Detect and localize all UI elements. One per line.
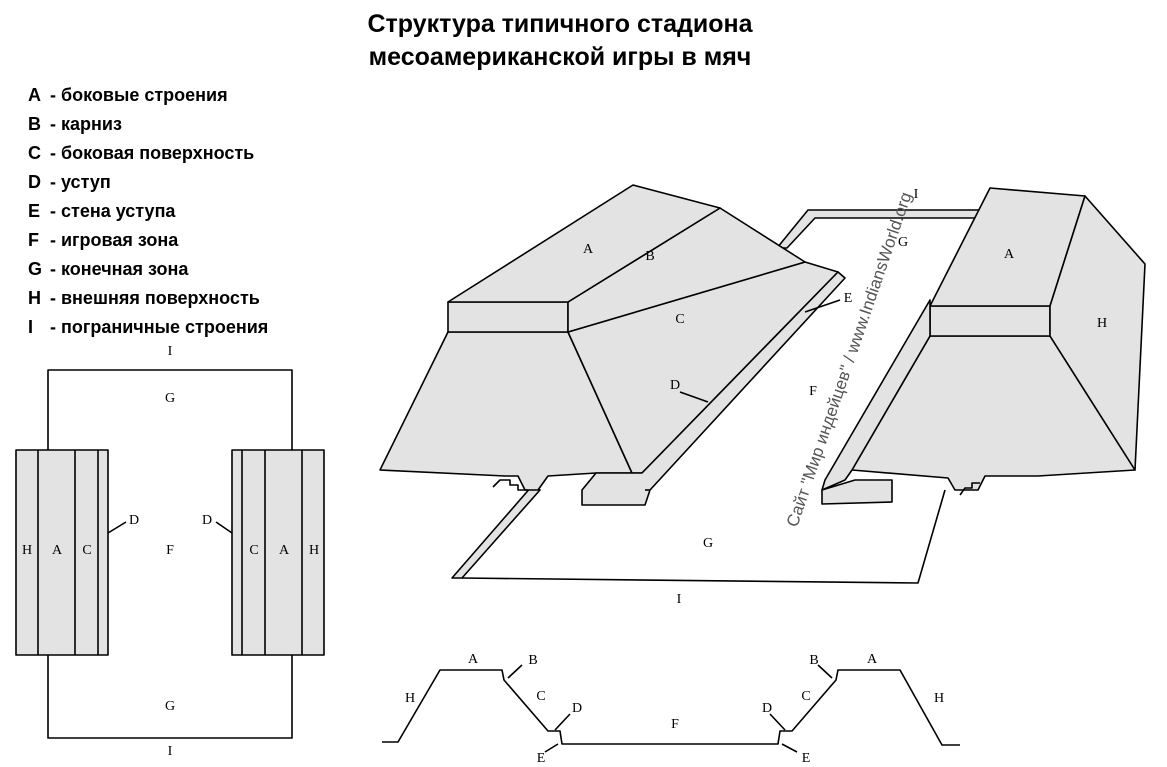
legend-text: - боковые строения [50,85,228,105]
legend-text: - стена уступа [50,201,176,221]
profile-line [382,669,960,746]
left-bench [581,271,846,506]
legend-letter: G [28,259,43,279]
persp-label-i-far: I [914,187,919,202]
persp-label-c: C [675,312,684,327]
title-line-2: месоамериканской игры в мяч [368,43,752,71]
legend-item-e: E - стена уступа [28,199,348,228]
legend-letter: C [28,143,41,163]
persp-label-g-far: G [898,235,908,250]
legend-item-g: G - конечная зона [28,257,348,286]
plan-label-c-left: C [82,543,91,558]
legend-item-h: H - внешняя поверхность [28,286,348,315]
legend-text: - внешняя поверхность [50,288,260,308]
left-structure-3d [379,184,846,506]
section-label-c-left: C [536,689,545,704]
plan-label-g-bottom: G [165,699,175,714]
legend-text: - игровая зона [50,230,179,250]
plan-label-a-left: A [52,543,63,558]
right-side-surface-c [821,299,931,491]
plan-label-i-top: I [168,344,173,359]
legend-letter: D [28,172,41,192]
left-cornice-front [447,301,569,333]
plan-label-d-right: D [202,513,212,528]
legend-text: - карниз [50,114,122,134]
persp-label-g-near: G [703,536,713,551]
perspective-view: A B C D E F G I A H G I Сайт "Мир индейц… [379,184,1146,607]
cross-section: H A B C D E F D E C B A H [382,652,960,766]
plan-label-a-right: A [279,543,290,558]
section-label-b-left: B [528,653,537,668]
section-label-b-right: B [809,653,818,668]
legend-text: - пограничные строения [50,317,269,337]
title-line-1: Структура типичного стадиона [367,10,753,38]
plan-label-h-left: H [22,543,32,558]
legend-letter: I [28,317,34,337]
legend-letter: E [28,201,41,221]
persp-label-h: H [1097,316,1107,331]
legend-item-c: C - боковая поверхность [28,141,348,170]
persp-label-d: D [670,378,680,393]
plan-right-structure [231,449,325,656]
plan-label-f: F [166,543,174,558]
persp-label-a-right: A [1004,247,1015,262]
legend-item-i: I - пограничные строения [28,315,348,344]
persp-label-b: B [645,249,654,264]
legend-item-d: D - уступ [28,170,348,199]
right-structure-3d [821,187,1146,505]
persp-label-i-near: I [677,592,682,607]
near-end-wall [451,485,541,579]
legend-text: - уступ [50,172,111,192]
section-label-c-right: C [801,689,810,704]
court-floor-edge [461,489,946,584]
legend: A - боковые строения B - карниз C - боковая… [28,83,348,344]
plan-view: I G H A C D F D C A H G I [15,344,325,759]
right-cornice-front [929,305,1051,337]
diagram-title: Структура типичного стадиона месоамерика… [250,8,870,74]
persp-label-f: F [809,384,817,399]
left-top-a [447,184,721,303]
section-label-d-left: D [572,701,582,716]
plan-label-d-left: D [129,513,139,528]
section-label-d-right: D [762,701,772,716]
plan-label-h-right: H [309,543,319,558]
legend-letter: A [28,85,41,105]
legend-item-a: A - боковые строения [28,83,348,112]
section-label-a-left: A [468,652,479,667]
section-label-f: F [671,717,679,732]
section-label-h-right: H [934,691,944,706]
plan-label-g-top: G [165,391,175,406]
persp-label-a-left: A [583,242,594,257]
right-outer-h [1049,195,1146,471]
plan-label-i-bottom: I [168,744,173,759]
right-bench [821,479,893,505]
section-label-a-right: A [867,652,878,667]
legend-text: - конечная зона [50,259,189,279]
legend-letter: B [28,114,41,134]
plan-label-c-right: C [249,543,258,558]
persp-label-e: E [844,291,853,306]
section-label-h-left: H [405,691,415,706]
legend-item-f: F - игровая зона [28,228,348,257]
legend-item-b: B - карниз [28,112,348,141]
plan-left-structure [15,449,109,656]
section-label-e-right: E [802,751,811,766]
section-label-e-left: E [537,751,546,766]
legend-letter: F [28,230,39,250]
legend-letter: H [28,288,41,308]
legend-text: - боковая поверхность [50,143,255,163]
